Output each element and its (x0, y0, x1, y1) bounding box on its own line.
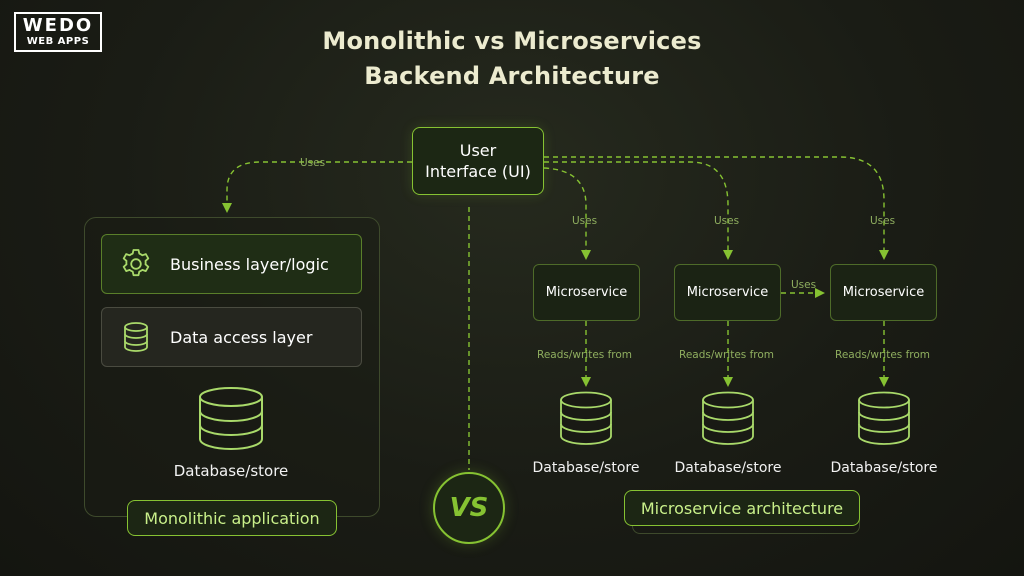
edge-label-uses-ms2-ms3: Uses (791, 279, 817, 291)
monolith-database-label: Database/store (173, 462, 289, 480)
data-access-layer-box: Data access layer (101, 307, 362, 367)
logo-line2: WEB APPS (26, 36, 90, 47)
data-access-layer-label: Data access layer (170, 327, 313, 347)
edge-label-uses-monolith: Uses (300, 157, 326, 169)
business-layer-box: Business layer/logic (101, 234, 362, 294)
edge-label-reads-ms1: Reads/writes from (537, 349, 633, 361)
ui-node-line1: User (459, 141, 497, 160)
edge-label-uses-ms2: Uses (714, 215, 740, 227)
edge-label-reads-ms2: Reads/writes from (679, 349, 775, 361)
microservice-2-database-icon (702, 391, 754, 445)
microservice-3-database-label: Database/store (830, 460, 938, 476)
microservice-1-database-icon (560, 391, 612, 445)
edge-label-reads-ms3: Reads/writes from (835, 349, 931, 361)
microservice-1: Microservice (533, 264, 640, 321)
gear-icon (102, 247, 170, 281)
vs-badge: VS (433, 472, 505, 544)
user-interface-node: User Interface (UI) (412, 127, 544, 195)
database-icon (102, 321, 170, 353)
logo-line1: WEDO (22, 15, 94, 36)
microservice-architecture-label: Microservice architecture (624, 490, 860, 526)
monolith-database-icon (199, 387, 263, 450)
microservice-2-database-label: Database/store (674, 460, 782, 476)
edge-ui-to-microservice-1 (543, 167, 591, 260)
business-layer-label: Business layer/logic (170, 254, 329, 274)
ui-node-line2: Interface (UI) (425, 162, 531, 181)
edge-label-uses-ms1: Uses (572, 215, 598, 227)
microservice-1-database-label: Database/store (532, 460, 640, 476)
edge-ui-to-monolith (222, 161, 412, 213)
page-title-line1: Monolithic vs Microservices (322, 27, 702, 55)
wedo-logo: WEDO WEB APPS (14, 12, 102, 52)
page-title-line2: Backend Architecture (364, 62, 660, 90)
edge-ui-to-microservice-3 (544, 156, 889, 260)
edge-ui-to-microservice-2 (544, 161, 733, 260)
microservice-3-database-icon (858, 391, 910, 445)
microservice-3: Microservice (830, 264, 937, 321)
edge-label-uses-ms3: Uses (870, 215, 896, 227)
microservice-2: Microservice (674, 264, 781, 321)
monolithic-application-label: Monolithic application (127, 500, 337, 536)
